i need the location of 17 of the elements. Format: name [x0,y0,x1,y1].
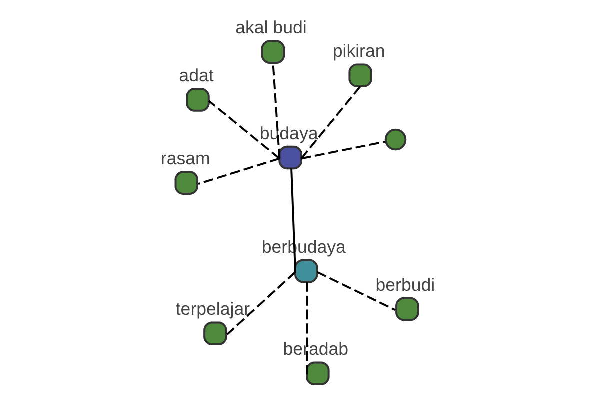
connector [226,272,296,336]
node-label: akal budi [236,18,307,38]
node-label: berbudi [376,274,436,295]
connector [208,100,280,160]
connector [290,168,296,272]
node-label: adat [179,66,214,86]
connector [306,282,308,375]
connector [198,158,280,185]
node-label: terpelajar [176,299,250,320]
node-circle [384,128,407,151]
node-label: budaya [260,123,318,144]
connector [300,86,362,160]
connector [316,271,396,312]
node-label: rasam [160,148,210,169]
connector [301,140,386,160]
node-label: beradab [283,339,349,360]
node-label: pikiran [332,41,386,62]
